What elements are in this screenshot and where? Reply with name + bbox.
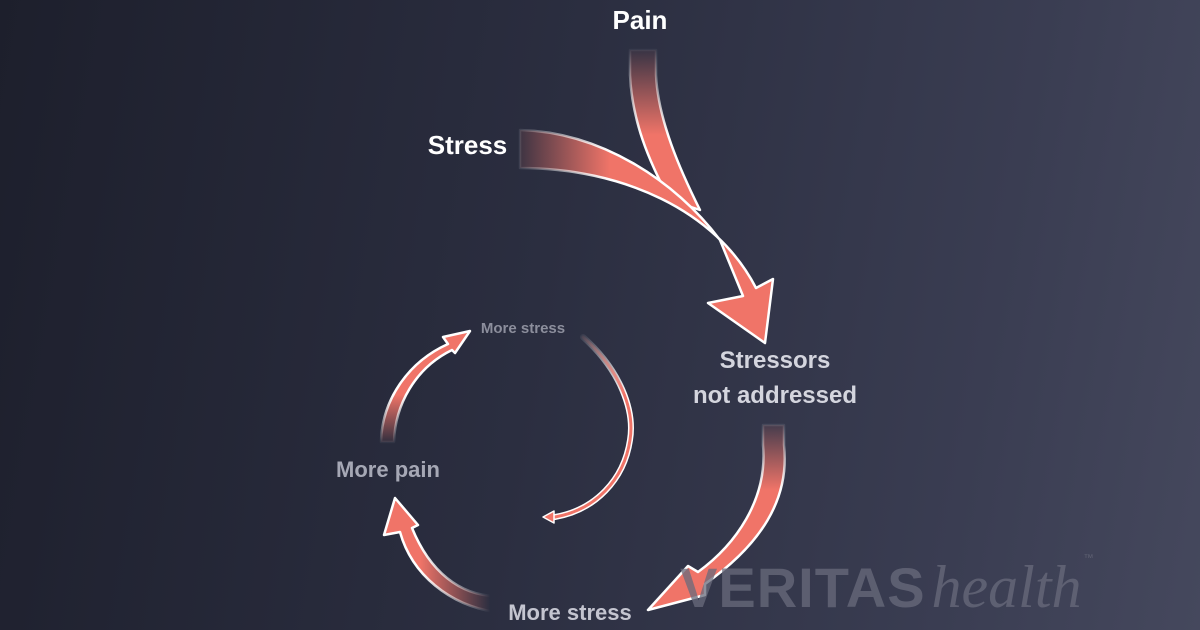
watermark-trademark: ™ <box>1083 553 1094 564</box>
more-pain-to-more-stress-arrow <box>379 329 472 444</box>
stressors-not-addressed-label: Stressors not addressed <box>692 347 858 409</box>
more-stress-bottom-label: More stress <box>508 600 632 625</box>
stress-arrow <box>518 128 775 345</box>
watermark-sub: health <box>931 554 1082 620</box>
more-pain-label: More pain <box>336 457 440 482</box>
inner-spiral-arrow <box>542 334 634 524</box>
more-stress-top-label: More stress <box>480 320 566 337</box>
more-stress-to-more-pain-arrow <box>382 496 497 614</box>
pain-label: Pain <box>612 5 668 35</box>
stress-label: Stress <box>427 130 508 160</box>
pain-arrow <box>628 48 702 212</box>
watermark-brand: VERITAS <box>680 556 926 619</box>
stressors-to-more-stress-arrow <box>646 423 786 612</box>
